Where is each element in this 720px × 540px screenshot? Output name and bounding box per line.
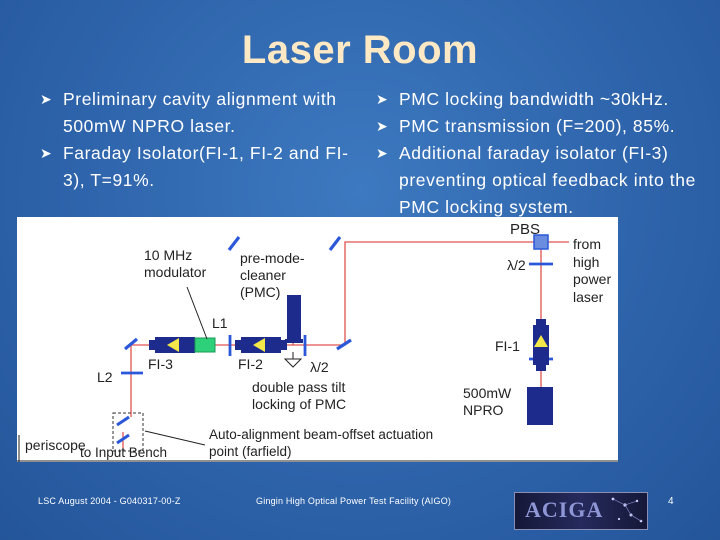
modulator-crystal — [194, 337, 216, 353]
fi1-label: FI-1 — [495, 338, 520, 354]
footer-center-text: Gingin High Optical Power Test Facility … — [256, 496, 452, 506]
lens-l2-label: L2 — [97, 369, 113, 385]
waveplate-label-top: λ/2 — [507, 257, 526, 273]
pbs-label: PBS — [510, 221, 541, 238]
mirror — [227, 236, 241, 251]
auto-alignment-label: Auto-alignment beam-offset actuation poi… — [209, 427, 434, 459]
pmc-cavity — [287, 295, 301, 341]
faraday-isolator-fi3 — [149, 337, 201, 353]
photodiode — [283, 352, 303, 368]
mirror — [123, 337, 139, 351]
faraday-isolator-fi1 — [533, 319, 549, 371]
logo-text: ACIGA — [525, 497, 604, 522]
aciga-logo: ACIGA — [514, 492, 648, 530]
beam-path-main — [130, 241, 542, 417]
bullet-item: ➤ Preliminary cavity alignment with 500m… — [40, 86, 370, 140]
mirror — [336, 338, 352, 351]
optical-layout-diagram: PBS λ/2 from high power laser 10 MHz mod… — [17, 217, 618, 462]
pmc-base — [285, 339, 303, 343]
arrowhead-bullet-icon: ➤ — [40, 91, 53, 107]
bullet-item: ➤ PMC locking bandwidth ~30kHz. — [376, 86, 710, 113]
right-bullet-column: ➤ PMC locking bandwidth ~30kHz. ➤ PMC tr… — [376, 86, 710, 221]
npro-label: 500mW NPRO — [463, 385, 512, 418]
bullet-text: PMC transmission (F=200), 85%. — [399, 116, 676, 136]
bullet-item: ➤ PMC transmission (F=200), 85%. — [376, 113, 710, 140]
bullet-text: Faraday Isolator(FI-1, FI-2 and FI-3), T… — [63, 143, 349, 190]
constellation-icon — [611, 497, 643, 523]
page-number: 4 — [668, 496, 674, 507]
bullet-text: Preliminary cavity alignment with 500mW … — [63, 89, 337, 136]
to-input-bench-label: to Input Bench — [80, 445, 168, 460]
npro-laser-box — [527, 387, 553, 425]
pmc-label: pre-mode-cleaner (PMC) — [240, 250, 305, 300]
annotation-leader-lines — [17, 286, 618, 462]
fi3-label: FI-3 — [148, 356, 173, 372]
modulator-label: 10 MHz modulator — [144, 247, 207, 280]
fi2-label: FI-2 — [238, 356, 263, 372]
mirrors — [123, 236, 352, 351]
mirror — [328, 236, 342, 251]
footer-left-text: LSC August 2004 - G040317-00-Z — [38, 496, 181, 506]
lens-l1-label: L1 — [212, 315, 228, 331]
bullet-item: ➤ Faraday Isolator(FI-1, FI-2 and FI-3),… — [40, 140, 370, 194]
periscope-mirror-upper — [116, 415, 130, 427]
arrowhead-bullet-icon: ➤ — [40, 145, 53, 161]
bullet-text: PMC locking bandwidth ~30kHz. — [399, 89, 669, 109]
optical-layout-drawing — [17, 234, 618, 462]
double-pass-tilt-locking-label: double pass tilt locking of PMC — [252, 379, 347, 412]
waveplate-label-mid: λ/2 — [310, 359, 329, 375]
arrowhead-bullet-icon: ➤ — [376, 118, 389, 134]
arrowhead-bullet-icon: ➤ — [376, 91, 389, 107]
slide-title: Laser Room — [241, 28, 479, 72]
arrowhead-bullet-icon: ➤ — [376, 145, 389, 161]
periscope-mirror-lower — [116, 433, 130, 445]
from-high-power-laser-label: from high power laser — [573, 236, 612, 305]
pbs-cube — [533, 234, 549, 250]
periscope-outline — [112, 412, 144, 452]
faraday-isolator-fi2 — [235, 337, 287, 353]
left-bullet-column: ➤ Preliminary cavity alignment with 500m… — [40, 86, 370, 194]
bullet-text: Additional faraday isolator (FI-3) preve… — [399, 143, 696, 217]
periscope-label: periscope — [25, 437, 86, 453]
bullet-item: ➤ Additional faraday isolator (FI-3) pre… — [376, 140, 710, 221]
